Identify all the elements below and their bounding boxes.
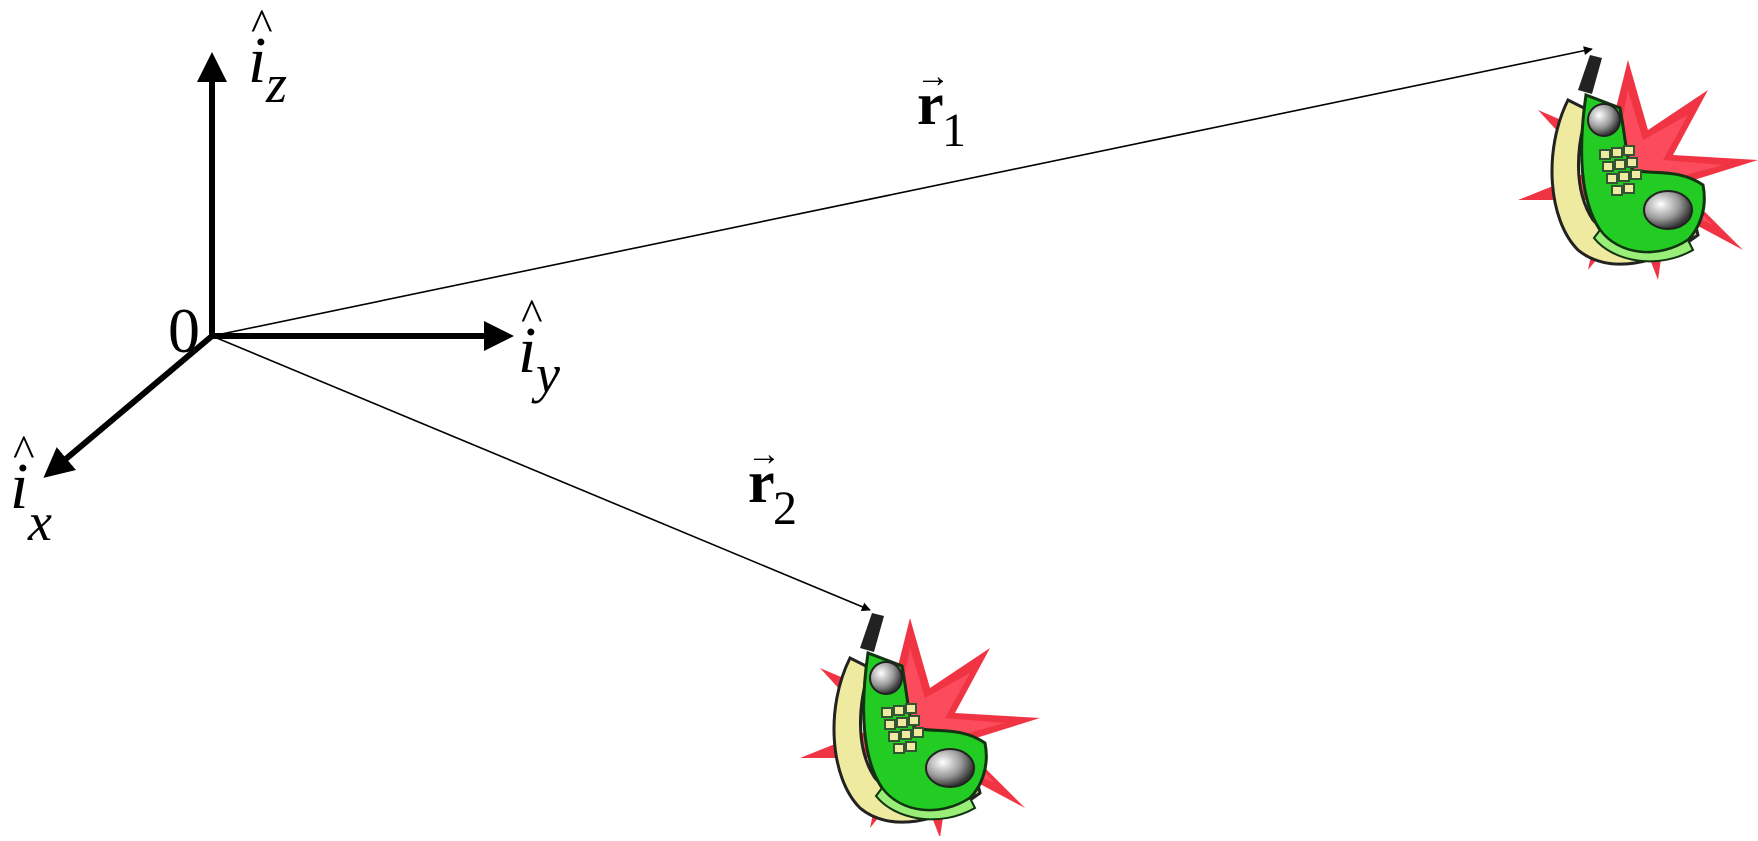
y-hat-accent: ^ xyxy=(521,289,543,340)
r2-label: r → 2 xyxy=(747,436,797,535)
r1-vector-arrow: → xyxy=(916,58,950,95)
vector-r1 xyxy=(211,46,1593,337)
r2-vector-arrow: → xyxy=(747,436,781,473)
r1-subscript: 1 xyxy=(942,104,966,157)
z-hat-symbol: i xyxy=(248,24,266,97)
z-axis-label: i ^ z xyxy=(248,0,287,114)
y-axis-label: i ^ y xyxy=(518,289,560,404)
y-hat-symbol: i xyxy=(518,314,536,387)
z-hat-accent: ^ xyxy=(251,0,273,50)
r1-label: r → 1 xyxy=(916,58,966,157)
r1-symbol: r xyxy=(917,71,944,137)
r2-subscript: 2 xyxy=(773,482,797,535)
cell-phone-icon xyxy=(1516,53,1758,282)
origin-label: 0 xyxy=(168,295,200,366)
x-hat-accent: ^ xyxy=(13,425,35,476)
z-subscript: z xyxy=(265,54,287,114)
vector-r2 xyxy=(211,335,871,612)
y-subscript: y xyxy=(531,344,560,404)
cell-phone-icon xyxy=(798,611,1042,840)
x-axis-label: i ^ x xyxy=(10,425,52,552)
r2-symbol: r xyxy=(748,449,775,515)
x-subscript: x xyxy=(27,492,52,552)
x-axis xyxy=(43,333,214,478)
x-hat-symbol: i xyxy=(10,450,28,523)
